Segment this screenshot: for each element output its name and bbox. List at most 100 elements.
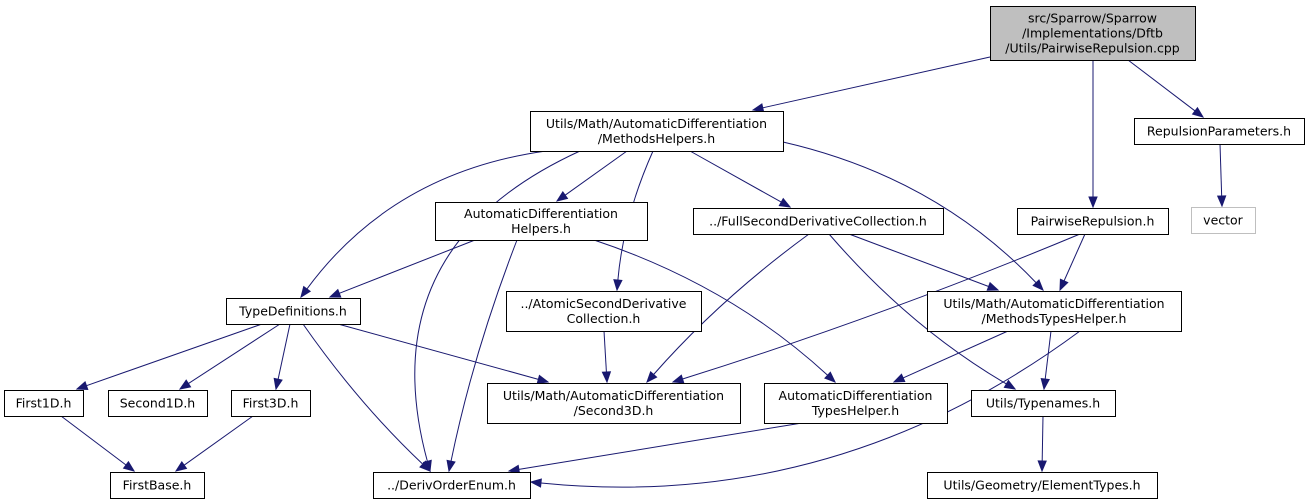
- edge-arrowhead: [1032, 279, 1044, 291]
- node-first3d[interactable]: First3D.h: [231, 390, 311, 417]
- edge-arrowhead: [986, 281, 1000, 291]
- edge-methods_helpers-to-full_second: [689, 150, 792, 208]
- edge-line: [188, 323, 281, 384]
- edge-arrowhead: [1003, 379, 1017, 390]
- node-pairwise-repulsion-h[interactable]: PairwiseRepulsion.h: [1017, 208, 1169, 235]
- node-second3d[interactable]: Utils/Math/AutomaticDifferentiation/Seco…: [487, 383, 741, 424]
- edge-arrowhead: [778, 197, 792, 208]
- edge-line: [682, 233, 1081, 380]
- edge-line: [60, 415, 127, 466]
- edge-methods_types_helper-to-deriv_order_enum: [529, 330, 1081, 488]
- edge-line: [183, 415, 254, 466]
- node-label-line: Utils/Math/AutomaticDifferentiation: [546, 116, 767, 131]
- node-label-line: TypeDefinitions.h: [238, 304, 347, 319]
- node-box: [1017, 208, 1169, 235]
- edge-line: [1041, 415, 1044, 462]
- node-label-line: src/Sparrow/Sparrow: [1028, 11, 1157, 26]
- edge-arrowhead: [824, 371, 836, 383]
- edge-line: [782, 141, 1037, 284]
- node-deriv-order-enum[interactable]: ../DerivOrderEnum.h: [373, 472, 531, 499]
- node-label-line: /MethodsTypesHelper.h: [982, 311, 1127, 326]
- edge-arrowhead: [419, 460, 431, 472]
- edge-line: [302, 323, 424, 465]
- node-first-base[interactable]: FirstBase.h: [110, 472, 205, 499]
- node-first1d[interactable]: First1D.h: [4, 390, 84, 417]
- node-type-definitions[interactable]: TypeDefinitions.h: [226, 298, 361, 325]
- node-second1d[interactable]: Second1D.h: [108, 390, 208, 417]
- edge-type_definitions-to-second1d: [178, 323, 281, 390]
- edge-typenames-to-element_types: [1037, 415, 1047, 473]
- edge-arrowhead: [1088, 196, 1098, 209]
- edge-full_second-to-second3d: [646, 233, 810, 384]
- node-label-line: First3D.h: [243, 396, 299, 411]
- edge-arrowhead: [122, 460, 136, 472]
- node-label-line: Utils/Geometry/ElementTypes.h: [943, 478, 1140, 493]
- edge-line: [1127, 59, 1196, 112]
- node-label-line: ../DerivOrderEnum.h: [387, 478, 516, 493]
- edge-type_definitions-to-first1d: [75, 323, 263, 390]
- edge-root-to-repulsion_parameters: [1127, 59, 1205, 118]
- edge-first3d-to-first_base: [174, 415, 254, 472]
- edge-arrowhead: [601, 371, 612, 384]
- node-label-line: PairwiseRepulsion.h: [1031, 214, 1155, 229]
- edge-type_definitions-to-first3d: [273, 323, 291, 391]
- edge-arrowhead: [328, 288, 342, 298]
- edge-arrowhead: [671, 374, 685, 384]
- node-box: [530, 111, 784, 152]
- node-label-line: /MethodsHelpers.h: [598, 131, 715, 146]
- edge-line: [339, 239, 476, 294]
- node-label-line: /Utils/PairwiseRepulsion.cpp: [1005, 41, 1180, 56]
- edge-methods_helpers-to-methods_types_helper: [782, 141, 1044, 291]
- edge-ad_helpers-to-deriv_order_enum: [446, 239, 518, 473]
- node-element-types[interactable]: Utils/Geometry/ElementTypes.h: [927, 472, 1158, 499]
- node-methods-helpers[interactable]: Utils/Math/AutomaticDifferentiation/Meth…: [530, 111, 784, 152]
- edge-line: [1044, 330, 1052, 380]
- node-box: [1191, 207, 1256, 234]
- node-full-second[interactable]: ../FullSecondDerivativeCollection.h: [693, 208, 944, 235]
- edges-layer: [60, 56, 1227, 488]
- edge-arrowhead: [529, 478, 542, 488]
- edge-line: [306, 150, 547, 290]
- node-vector[interactable]: vector: [1191, 207, 1256, 234]
- edge-line: [848, 233, 989, 287]
- node-box: [927, 291, 1182, 332]
- edge-arrowhead: [751, 103, 765, 113]
- edge-line: [653, 233, 810, 375]
- edge-arrowhead: [646, 370, 658, 384]
- node-box: [231, 390, 311, 417]
- edge-line: [762, 56, 991, 109]
- edge-first1d-to-first_base: [60, 415, 136, 472]
- edge-ad_helpers-to-ad_types_helper: [593, 239, 836, 383]
- edge-line: [337, 323, 539, 380]
- edge-arrowhead: [174, 461, 188, 472]
- edge-line: [86, 323, 263, 387]
- edge-arrowhead: [75, 381, 89, 390]
- node-label-line: Second1D.h: [120, 396, 195, 411]
- edge-type_definitions-to-deriv_order_enum: [302, 323, 431, 472]
- edge-ad_types_helper-to-deriv_order_enum: [507, 422, 803, 474]
- node-label-line: vector: [1203, 213, 1244, 228]
- node-typenames[interactable]: Utils/Typenames.h: [971, 390, 1116, 417]
- edge-arrowhead: [300, 285, 312, 299]
- node-label-line: AutomaticDifferentiation: [779, 388, 933, 403]
- edge-type_definitions-to-second3d: [337, 323, 550, 384]
- node-label-line: FirstBase.h: [123, 478, 192, 493]
- node-methods-types-helper[interactable]: Utils/Math/AutomaticDifferentiation/Meth…: [927, 291, 1182, 332]
- edge-atomic_second-to-second3d: [601, 330, 612, 384]
- edge-full_second-to-methods_types_helper: [848, 233, 1000, 291]
- edge-line: [450, 239, 518, 462]
- node-box: [506, 291, 702, 332]
- edge-line: [603, 330, 607, 373]
- node-repulsion-parameters[interactable]: RepulsionParameters.h: [1134, 118, 1305, 145]
- node-root[interactable]: src/Sparrow/Sparrow/Implementations/Dftb…: [990, 6, 1196, 61]
- edge-repulsion_parameters-to-vector: [1216, 143, 1227, 208]
- node-label-line: ../AtomicSecondDerivative: [520, 296, 686, 311]
- edge-pairwise_repulsion_h-to-second3d: [671, 233, 1081, 384]
- edge-line: [518, 422, 803, 470]
- edge-arrowhead: [892, 373, 906, 383]
- edge-arrowhead: [178, 379, 192, 390]
